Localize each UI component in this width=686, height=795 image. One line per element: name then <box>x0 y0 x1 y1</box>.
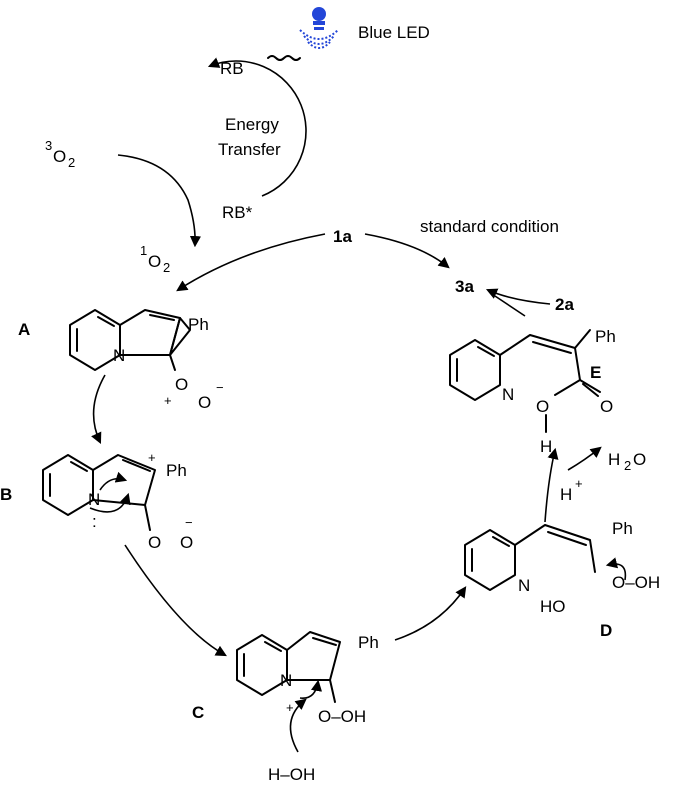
intermediate-a-plus: + <box>164 393 172 408</box>
intermediate-b-o1: O <box>148 533 161 552</box>
transfer-label: Transfer <box>218 140 281 159</box>
arrow-e-to-3a <box>494 295 526 317</box>
arrow-a-to-b <box>91 374 106 445</box>
intermediate-b-ph: Ph <box>166 461 187 480</box>
intermediate-e-h: H <box>540 437 552 456</box>
intermediate-c-n: N <box>280 671 292 690</box>
water-release-arrow <box>567 446 602 471</box>
singlet-o2-subscript: 2 <box>163 260 170 275</box>
intermediate-e-o-double: O <box>600 397 613 416</box>
intermediate-a-minus: − <box>216 380 224 395</box>
intermediate-d-structure <box>464 524 627 591</box>
triplet-o2-subscript: 2 <box>68 155 75 170</box>
arrow-c-to-d <box>394 586 467 641</box>
water-o: O <box>633 450 646 469</box>
intermediate-b-label: B <box>0 485 12 504</box>
intermediate-d-ho: HO <box>540 597 566 616</box>
intermediate-a-label: A <box>18 320 30 339</box>
arrow-to-3a <box>364 233 450 269</box>
intermediate-c-ph: Ph <box>358 633 379 652</box>
intermediate-a-structure <box>69 309 191 371</box>
excitation-wave <box>267 55 301 61</box>
intermediate-e-label: E <box>590 363 601 382</box>
water-h: H <box>608 450 620 469</box>
water-subscript: 2 <box>624 458 631 473</box>
led-bulb-icon <box>299 7 339 49</box>
intermediate-d-label: D <box>600 621 612 640</box>
singlet-o2-superscript: 1 <box>140 243 147 258</box>
energy-label: Energy <box>225 115 279 134</box>
intermediate-e-o-h: O <box>536 397 549 416</box>
arrow-2a-to-3a <box>485 288 551 305</box>
proton-label: H <box>560 485 572 504</box>
intermediate-a-o1: O <box>175 375 188 394</box>
arrow-d-to-e <box>544 447 559 523</box>
intermediate-c-structure <box>236 631 341 753</box>
intermediate-b-n: N <box>88 490 100 509</box>
intermediate-b-minus: − <box>185 515 193 530</box>
intermediate-a-o2: O <box>198 393 211 412</box>
intermediate-c-water: H–OH <box>268 765 315 784</box>
energy-transfer-cycle <box>117 57 307 248</box>
singlet-o2-label: O <box>148 252 161 271</box>
intermediate-c-label: C <box>192 703 204 722</box>
arrow-to-a <box>176 233 326 292</box>
arrow-b-to-c <box>124 544 227 657</box>
intermediate-d-ph: Ph <box>612 519 633 538</box>
reagent-label: 2a <box>555 295 574 314</box>
intermediate-b-lone-pair: : <box>92 512 97 531</box>
intermediate-e-n: N <box>502 385 514 404</box>
condition-label: standard condition <box>420 217 559 236</box>
intermediate-b-plus: + <box>148 450 156 465</box>
triplet-o2-label: O <box>53 147 66 166</box>
intermediate-e-structure <box>449 329 601 433</box>
intermediate-c-ooh: O–OH <box>318 707 366 726</box>
intermediate-a-ph: Ph <box>188 315 209 334</box>
intermediate-e-ph: Ph <box>595 327 616 346</box>
intermediate-b-o2: O <box>180 533 193 552</box>
intermediate-b-structure <box>42 454 156 531</box>
light-source-label: Blue LED <box>358 23 430 42</box>
intermediate-c-plus: + <box>286 700 294 715</box>
product-label: 3a <box>455 277 474 296</box>
start-material-label: 1a <box>333 227 352 246</box>
rb-label: RB <box>220 59 244 78</box>
proton-superscript: + <box>575 476 583 491</box>
rb-star-label: RB* <box>222 203 253 222</box>
intermediate-a-n: N <box>113 346 125 365</box>
intermediate-d-n: N <box>518 576 530 595</box>
intermediate-d-ooh: O–OH <box>612 573 660 592</box>
triplet-o2-superscript: 3 <box>45 138 52 153</box>
